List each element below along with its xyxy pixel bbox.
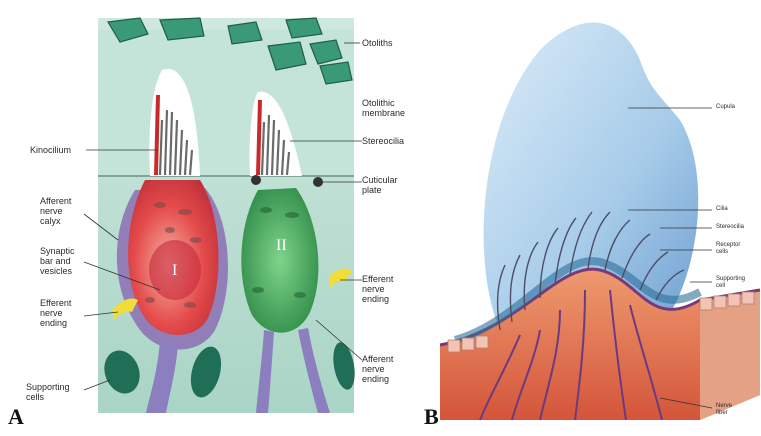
label-synaptic-bar: Synaptic bar and vesicles — [40, 246, 75, 276]
panel-b — [440, 23, 760, 420]
label-efferent-ending-left: Efferent nerve ending — [40, 298, 71, 328]
panel-b-letter: B — [424, 404, 439, 430]
label-otolithic-membrane: Otolithic membrane — [362, 98, 405, 118]
label-supporting-cell: Supporting cell — [716, 276, 745, 290]
label-efferent-ending-right: Efferent nerve ending — [362, 274, 393, 304]
label-cuticular-plate: Cuticular plate — [362, 175, 398, 195]
kinocilium-left — [156, 95, 158, 175]
label-supporting-cells: Supporting cells — [26, 382, 70, 402]
label-kinocilium: Kinocilium — [30, 145, 71, 155]
label-otoliths: Otoliths — [362, 38, 393, 48]
label-stereocilia-a: Stereocilia — [362, 136, 404, 146]
label-cilia: Cilia — [716, 206, 728, 213]
type-2-basal-body — [251, 175, 261, 185]
panel-a-letter: A — [8, 404, 24, 430]
label-cupula: Cupula — [716, 104, 735, 111]
label-nerve-fiber: Nerve fiber — [716, 403, 732, 417]
cell-type-1-label: I — [172, 262, 177, 279]
label-stereocilia-b: Stereocilia — [716, 224, 744, 231]
label-receptor-cells: Receptor cells — [716, 242, 740, 256]
panel-a: I II — [84, 18, 362, 413]
cell-type-2-label: II — [276, 237, 287, 254]
kinocilium-right — [258, 100, 260, 175]
type-2-hair-cell — [241, 188, 318, 333]
label-afferent-nerve-calyx: Afferent nerve calyx — [40, 196, 71, 226]
label-afferent-nerve-ending: Afferent nerve ending — [362, 354, 393, 384]
